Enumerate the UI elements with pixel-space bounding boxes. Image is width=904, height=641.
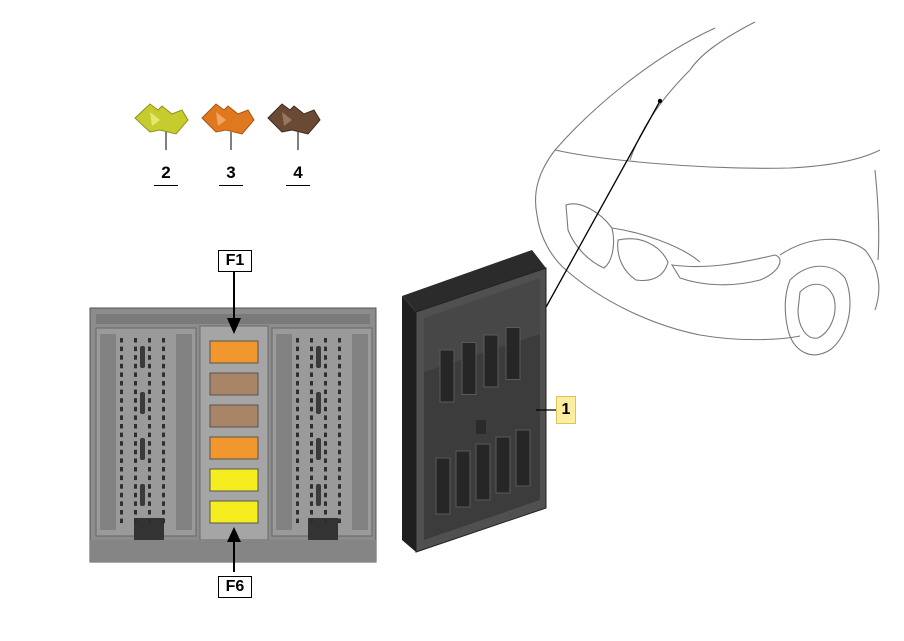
car-outline: [534, 21, 881, 356]
fuse-slot-f5: [209, 468, 259, 492]
arrow-f6: [227, 527, 241, 572]
label-fuse-2: 2: [154, 160, 178, 186]
connector-pins-right: [296, 338, 341, 524]
car-pointer-line: [539, 98, 663, 319]
label-fuse-4: 4: [286, 160, 310, 186]
fuse-slot-f3: [209, 404, 259, 428]
fuse-slot-f6: [209, 500, 259, 524]
fuse-brown-icon: [267, 103, 321, 150]
fuse-slots: [209, 340, 259, 524]
label-f6: F6: [218, 576, 252, 598]
fuse-slot-f2: [209, 372, 259, 396]
control-unit-slots: [435, 327, 531, 515]
label-unit-1: 1: [556, 396, 576, 424]
fuse-yellow-green-icon: [134, 103, 189, 150]
fuse-box-panel: [89, 307, 377, 563]
fuse-slot-f4: [209, 436, 259, 460]
fuse-slot-f1: [209, 340, 259, 364]
connector-pins-left: [120, 338, 165, 524]
control-unit: [402, 250, 547, 553]
label-fuse-3: 3: [219, 160, 243, 186]
arrow-f1: [227, 272, 241, 334]
label-f1: F1: [218, 250, 252, 272]
fuse-orange-icon: [201, 103, 255, 150]
